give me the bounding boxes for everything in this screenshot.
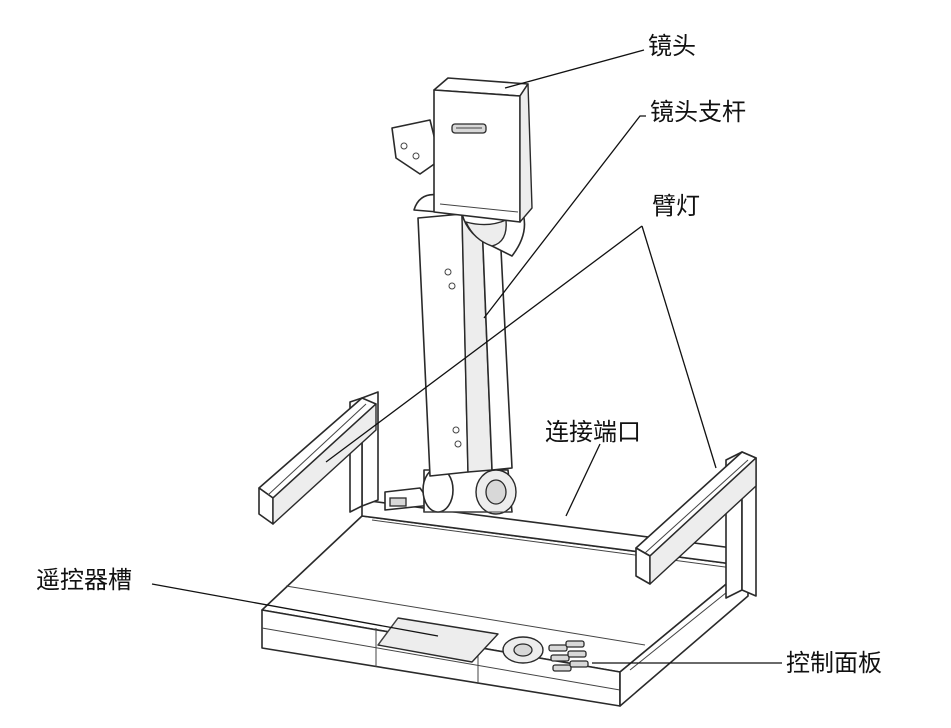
label-connection-port: 连接端口	[545, 418, 641, 446]
label-lens-arm: 镜头支杆	[650, 98, 746, 126]
label-arm-light: 臂灯	[652, 192, 700, 220]
leader-lens	[504, 49, 645, 89]
label-control-panel: 控制面板	[786, 649, 882, 677]
leader-lines	[151, 49, 782, 664]
leader-remote-slot	[151, 583, 439, 637]
left-arm-light	[258, 391, 379, 525]
lens-arm	[413, 193, 526, 477]
remote-slot	[377, 617, 499, 663]
leader-arm-light-left	[325, 225, 643, 463]
leader-arm-light-right	[641, 225, 717, 469]
lower-hinge	[422, 467, 517, 515]
right-arm-light	[635, 451, 757, 599]
leader-lens-arm	[483, 115, 646, 319]
control-panel	[502, 636, 589, 672]
lens-head	[391, 77, 533, 223]
leader-connection-port	[565, 443, 601, 517]
label-lens: 镜头	[648, 32, 696, 60]
label-remote-slot: 遥控器槽	[36, 566, 132, 594]
